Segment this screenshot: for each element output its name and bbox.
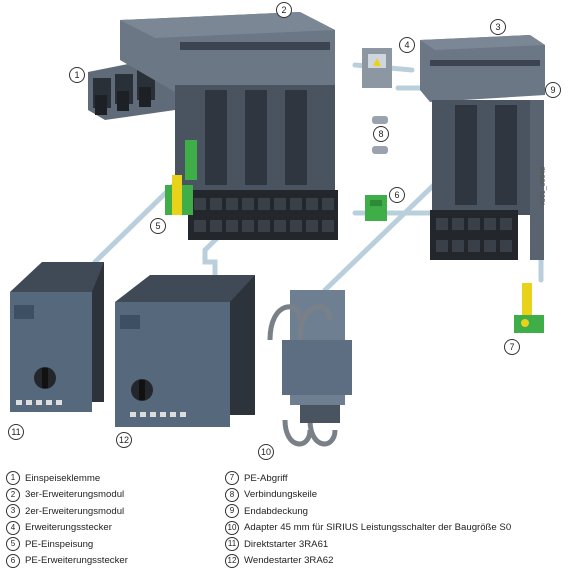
legend-item: 12 Wendestarter 3RA62 [225,553,511,569]
legend-number: 11 [225,537,239,552]
legend-item: 9 Endabdeckung [225,503,511,520]
legend-column-right: 7 PE-Abgriff 8 Verbindungskeile 9 Endabdeck… [225,470,511,569]
legend-item: 1 Einspeiseklemme [6,470,128,487]
legend-number: 9 [225,504,239,519]
legend-item: 2 3er-Erweiterungsmodul [6,487,128,504]
legend-item: 11 Direktstarter 3RA61 [225,536,511,553]
direct-starter [10,262,104,412]
legend-text: Endabdeckung [244,505,309,517]
pe-infeed [165,140,197,215]
legend-number: 8 [225,487,239,502]
legend-item: 5 PE-Einspeisung [6,536,128,553]
legend-text: PE-Abgriff [244,472,288,484]
legend-item: 7 PE-Abgriff [225,470,511,487]
assembly-illustration [10,12,545,447]
legend-number: 4 [6,520,20,535]
callout-5: 5 [150,218,166,234]
reversing-starter [115,275,255,427]
callout-4: 4 [399,37,415,53]
callout-9: 9 [545,82,561,98]
legend-text: Adapter 45 mm für SIRIUS Leistungsschalt… [244,522,512,534]
expansion-module-2 [420,35,545,260]
callout-11: 11 [8,424,24,440]
legend-text: 3er-Erweiterungsmodul [25,489,125,501]
legend-number: 6 [6,553,20,568]
legend-number: 2 [6,487,20,502]
legend-text: Erweiterungsstecker [25,522,112,534]
legend-text: 2er-Erweiterungsmodul [25,505,125,517]
figure-code: IC01_00648 [540,166,547,205]
pe-tap [514,283,544,333]
legend-number: 3 [6,504,20,519]
expansion-plug [362,48,392,88]
expansion-module-3 [120,12,338,240]
callout-12: 12 [116,432,132,448]
callout-3: 3 [490,19,506,35]
legend-text: Wendestarter 3RA62 [244,555,334,567]
callout-6: 6 [389,187,405,203]
legend-text: Direktstarter 3RA61 [244,538,329,550]
legend-item: 6 PE-Erweiterungsstecker [6,553,128,569]
legend-item: 3 2er-Erweiterungsmodul [6,503,128,520]
legend-item: 4 Erweiterungsstecker [6,520,128,537]
legend-number: 7 [225,471,239,486]
legend-item: 8 Verbindungskeile [225,487,511,504]
callout-10: 10 [258,444,274,460]
callout-8: 8 [373,126,389,142]
callout-1: 1 [69,67,85,83]
legend-number: 5 [6,537,20,552]
legend-text: PE-Erweiterungsstecker [25,555,128,567]
legend-number: 1 [6,471,20,486]
legend-number: 12 [225,553,239,568]
legend-text: PE-Einspeisung [25,538,94,550]
legend-text: Einspeiseklemme [25,472,101,484]
callout-7: 7 [504,339,520,355]
exploded-assembly-diagram: 1 2 3 4 5 6 7 8 9 10 11 12 IC01_00648 [8,2,561,460]
legend-number: 10 [225,520,239,535]
legend-text: Verbindungskeile [244,489,318,501]
callout-2: 2 [276,2,292,18]
connection-wedges [372,116,388,154]
adapter-45mm [267,290,352,447]
pe-expansion-plug [365,195,387,221]
legend-item: 10 Adapter 45 mm für SIRIUS Leistungsscha… [225,520,511,537]
